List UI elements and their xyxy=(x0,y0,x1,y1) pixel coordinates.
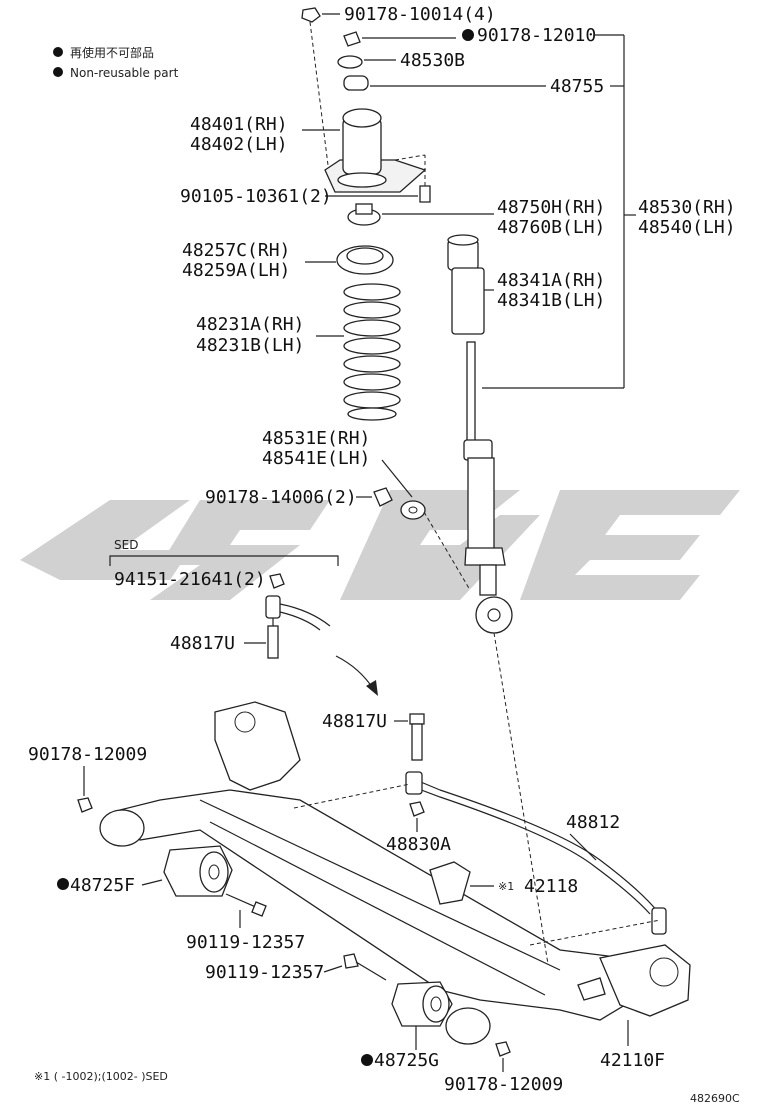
label-48750H: 48750H(RH) xyxy=(497,197,605,218)
bolt-icon xyxy=(419,185,431,203)
nut-icon xyxy=(269,573,285,589)
label-48341A: 48341A(RH) xyxy=(497,270,605,291)
bump-stopper xyxy=(447,234,485,335)
rear-axle-beam xyxy=(99,701,691,1045)
label-90119-12357-lower: 90119-12357 xyxy=(205,962,324,983)
spring-seat xyxy=(336,245,394,275)
label-42118: 42118 xyxy=(524,876,578,897)
watermark-logo xyxy=(20,490,740,600)
stabilizer-link-lower xyxy=(409,713,425,761)
nut-icon xyxy=(301,7,321,23)
label-90178-10014: 90178-10014(4) xyxy=(344,4,496,25)
nut-icon xyxy=(373,487,393,507)
label-90178-14006: 90178-14006(2) xyxy=(205,487,357,508)
bushing-48725F xyxy=(163,845,233,897)
label-48540: 48540(LH) xyxy=(638,217,736,238)
nut-icon xyxy=(495,1041,511,1057)
stabilizer-link-upper xyxy=(265,595,331,659)
upper-seat xyxy=(347,203,381,226)
nut-icon xyxy=(409,801,425,817)
bolt-icon xyxy=(343,953,387,981)
nut-icon xyxy=(343,31,361,47)
non-reusable-mark xyxy=(361,1054,373,1066)
label-48541E: 48541E(LH) xyxy=(262,448,370,469)
coil-spring xyxy=(343,283,401,421)
washer-icon xyxy=(337,55,363,69)
figure-code: 482690C xyxy=(690,1092,740,1105)
label-48231A: 48231A(RH) xyxy=(196,314,304,335)
label-48725G: 48725G xyxy=(374,1050,439,1071)
label-48760B: 48760B(LH) xyxy=(497,217,605,238)
bushing-icon xyxy=(343,75,369,91)
label-48530: 48530(RH) xyxy=(638,197,736,218)
label-48401: 48401(RH) xyxy=(190,114,288,135)
legend-english: Non-reusable part xyxy=(70,66,179,80)
non-reusable-mark xyxy=(462,29,474,41)
label-48341B: 48341B(LH) xyxy=(497,290,605,311)
label-48817U-upper: 48817U xyxy=(170,633,235,654)
label-note-mark: ※1 xyxy=(498,880,514,893)
label-42110F: 42110F xyxy=(600,1050,665,1071)
shock-mount xyxy=(324,108,427,193)
shock-absorber xyxy=(463,341,513,634)
non-reusable-mark xyxy=(57,878,69,890)
label-48812: 48812 xyxy=(566,812,620,833)
label-sed: SED xyxy=(114,538,138,552)
sed-bracket xyxy=(109,555,339,566)
label-48725F: 48725F xyxy=(70,875,135,896)
label-48402: 48402(LH) xyxy=(190,134,288,155)
bushing-48725G xyxy=(391,981,453,1027)
label-48231B: 48231B(LH) xyxy=(196,335,304,356)
legend-japanese: 再使用不可部品 xyxy=(70,45,154,60)
label-48531E: 48531E(RH) xyxy=(262,428,370,449)
label-90105-10361: 90105-10361(2) xyxy=(180,186,332,207)
footnote: ※1 ( -1002);(1002- )SED xyxy=(34,1070,168,1083)
bracket-icon xyxy=(429,861,471,905)
bolt-icon xyxy=(225,893,267,917)
legend-dot-icon xyxy=(53,47,63,57)
label-48817U-lower: 48817U xyxy=(322,711,387,732)
label-48830A: 48830A xyxy=(386,834,451,855)
label-48257C: 48257C(RH) xyxy=(182,240,290,261)
label-90178-12009-upper: 90178-12009 xyxy=(28,744,147,765)
label-48259A: 48259A(LH) xyxy=(182,260,290,281)
label-48530B: 48530B xyxy=(400,50,465,71)
label-90178-12010: 90178-12010 xyxy=(477,25,596,46)
label-90119-12357-upper: 90119-12357 xyxy=(186,932,305,953)
label-94151-21641: 94151-21641(2) xyxy=(114,569,266,590)
nut-icon xyxy=(77,797,93,813)
label-90178-12009-lower: 90178-12009 xyxy=(444,1074,563,1095)
label-48755: 48755 xyxy=(550,76,604,97)
legend-dot-icon xyxy=(53,67,63,77)
